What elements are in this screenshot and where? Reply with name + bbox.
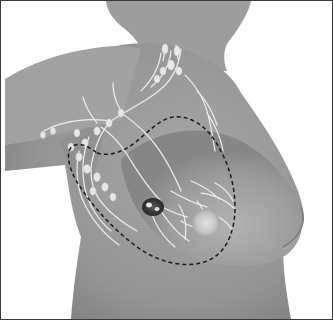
nipple bbox=[192, 209, 220, 237]
tumor bbox=[142, 198, 164, 216]
